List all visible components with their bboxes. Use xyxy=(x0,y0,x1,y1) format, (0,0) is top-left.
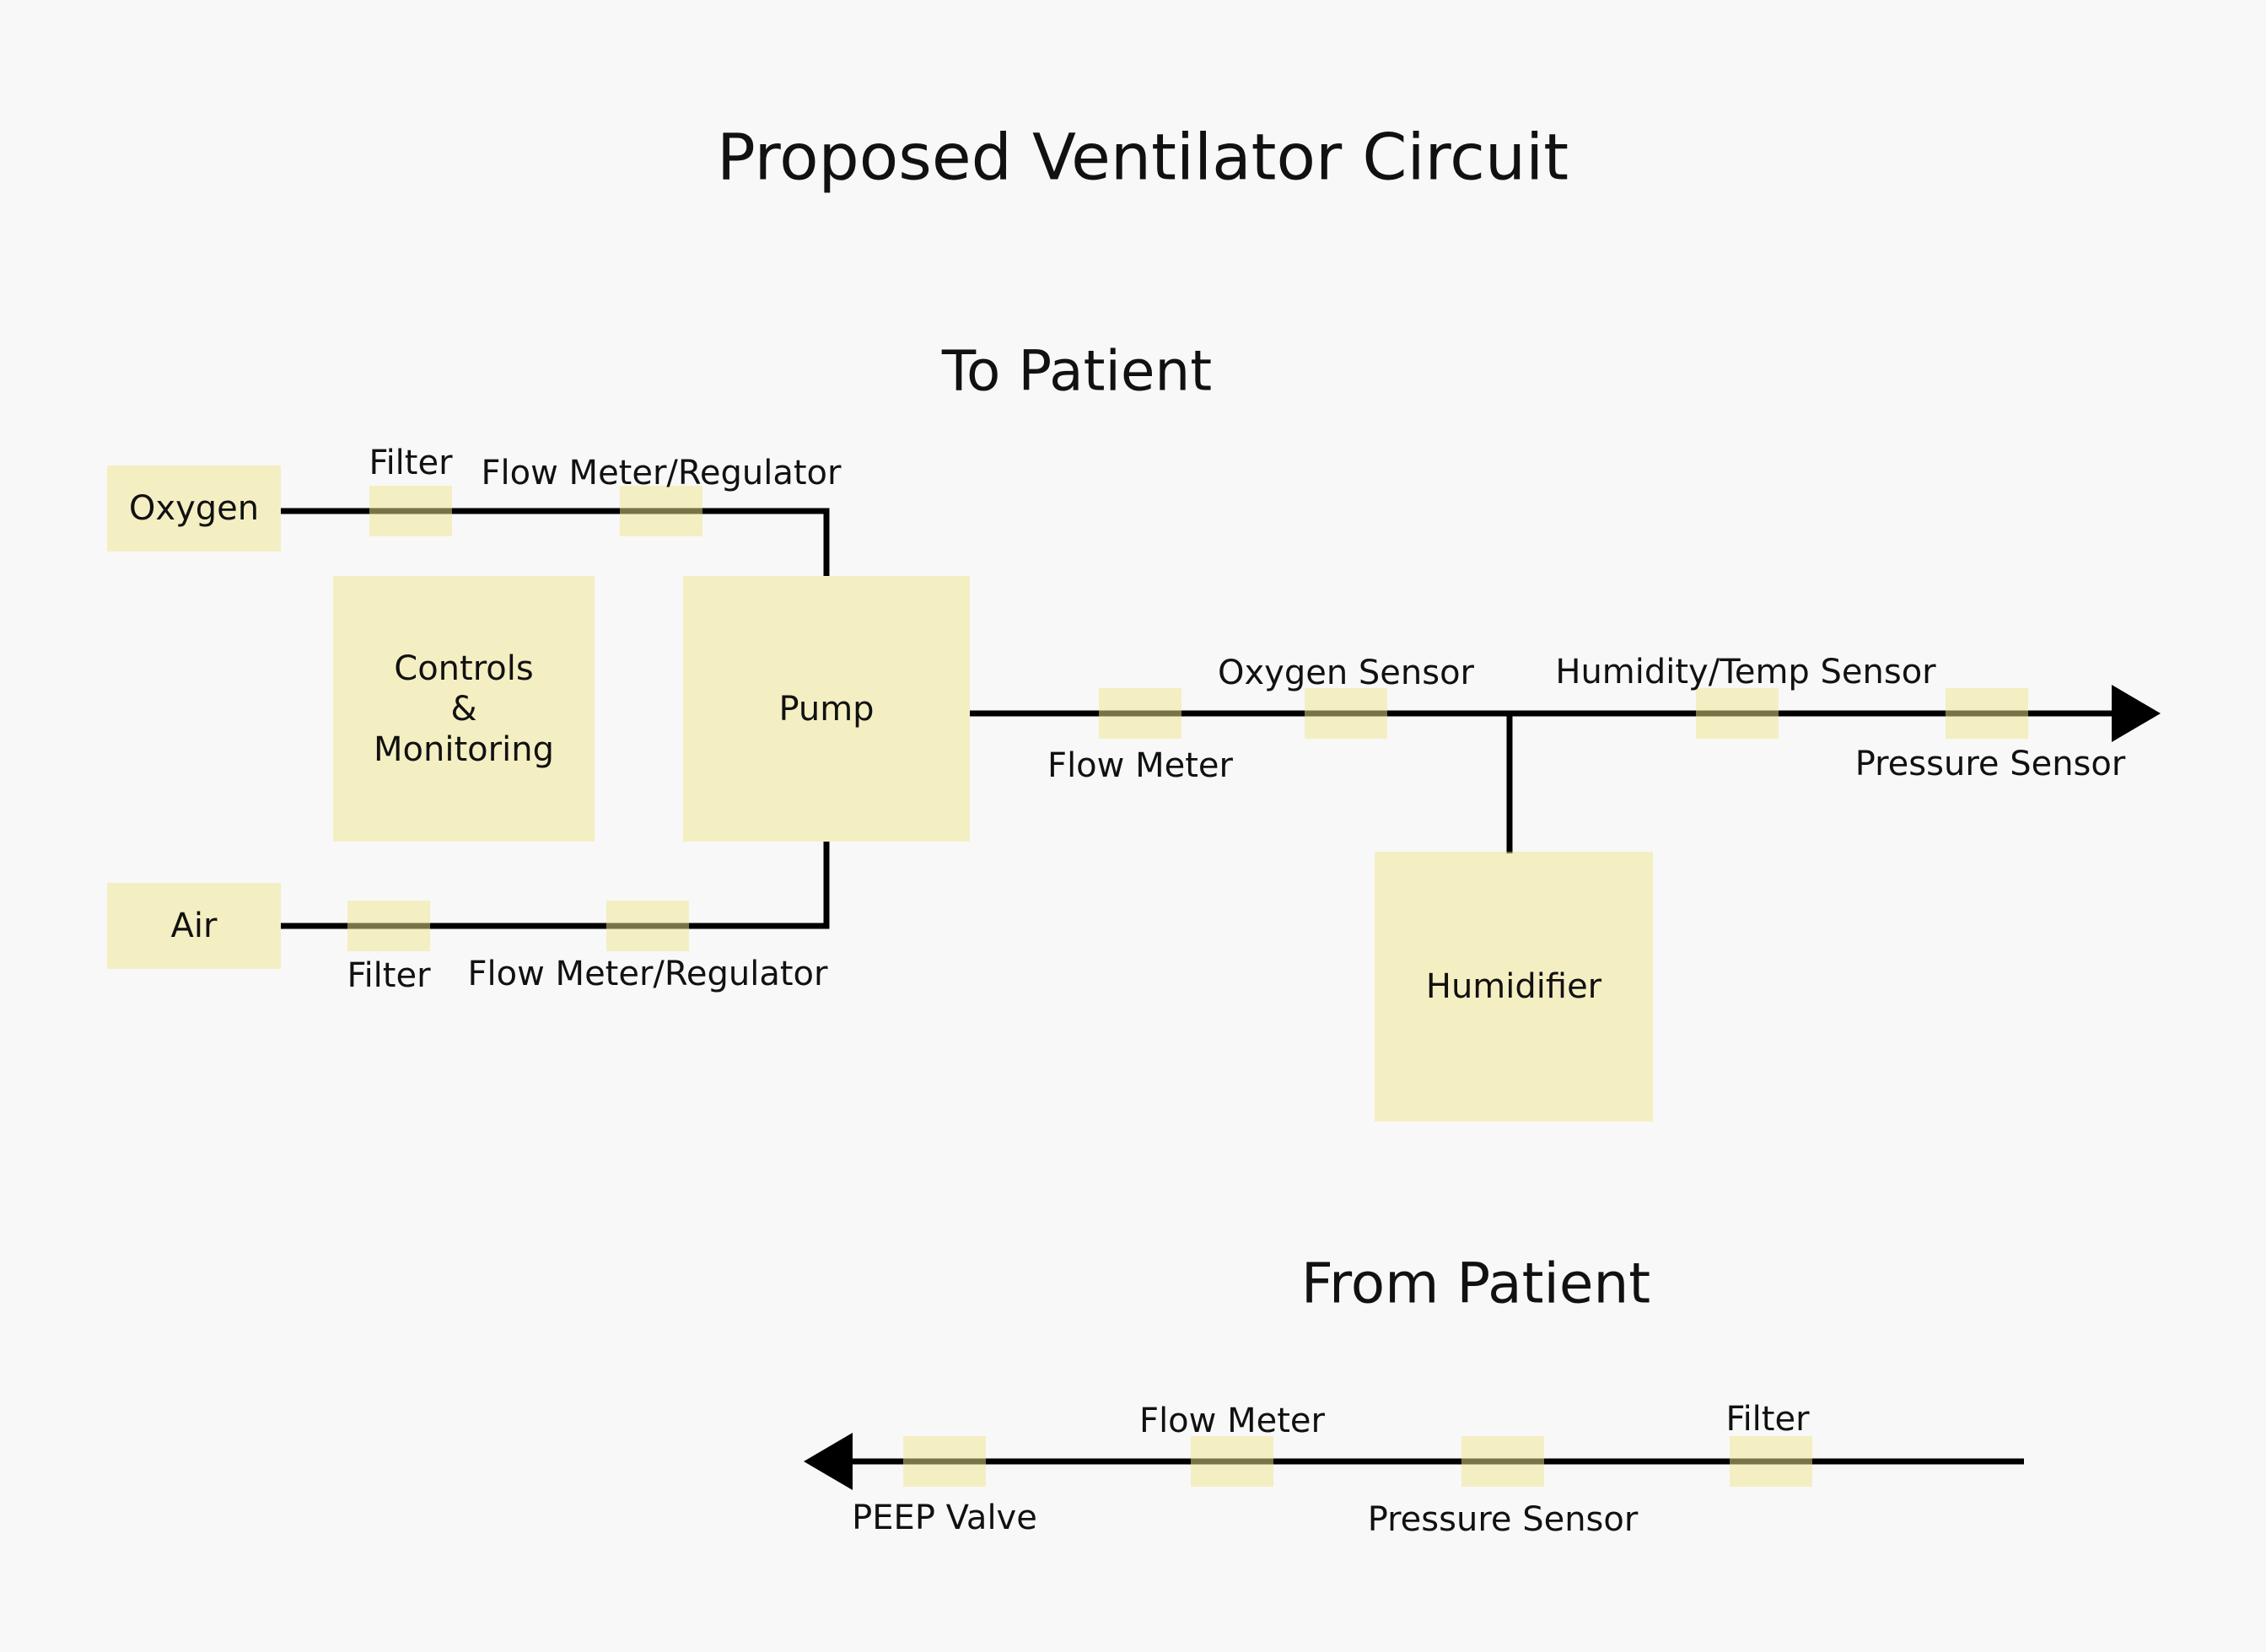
section-heading-to-patient: To Patient xyxy=(941,338,1213,404)
pressure-sensor-label-to-patient-line: Pressure Sensor xyxy=(1854,745,2126,783)
filter-label-air-line: Filter xyxy=(347,956,431,995)
flow-meter-label-from-patient-line: Flow Meter xyxy=(1139,1402,1325,1440)
oxygen-sensor-label: Oxygen Sensor xyxy=(1217,654,1475,692)
humidifier-label: Humidifier xyxy=(1425,967,1602,1006)
oxygen-sensor-chip xyxy=(1305,688,1387,739)
oxygen-source-label: Oxygen xyxy=(128,489,260,528)
humidifier-box: Humidifier xyxy=(1375,852,1653,1122)
pressure-sensor-chip-to-patient-line xyxy=(1946,688,2028,739)
controls-monitoring-box: Controls & Monitoring xyxy=(333,576,595,842)
flow-meter-label-to-patient-line: Flow Meter xyxy=(1047,746,1233,785)
controls-monitoring-label: Controls & Monitoring xyxy=(374,648,554,769)
section-heading-from-patient: From Patient xyxy=(1300,1251,1651,1316)
filter-label-oxygen-line: Filter xyxy=(369,444,453,482)
diagram-title: Proposed Ventilator Circuit xyxy=(716,119,1569,195)
air-source-label: Air xyxy=(170,907,218,945)
filter-chip-air-line xyxy=(347,901,430,951)
pressure-sensor-chip-from-patient-line xyxy=(1461,1436,1544,1487)
peep-valve-label: PEEP Valve xyxy=(852,1499,1037,1537)
flow-meter-regulator-chip-air-line xyxy=(606,901,689,951)
from-patient-arrowhead-icon xyxy=(804,1433,853,1490)
flow-meter-chip-to-patient-line xyxy=(1099,688,1181,739)
pump-box: Pump xyxy=(683,576,970,842)
pressure-sensor-label-from-patient-line: Pressure Sensor xyxy=(1367,1500,1639,1539)
flow-meter-regulator-chip-oxygen-line xyxy=(620,486,702,536)
humidity-temp-sensor-label: Humidity/Temp Sensor xyxy=(1555,653,1936,691)
oxygen-source-box: Oxygen xyxy=(107,465,281,552)
oxygen-supply-line xyxy=(281,508,830,576)
filter-label-from-patient-line: Filter xyxy=(1725,1400,1810,1439)
filter-chip-from-patient-line xyxy=(1730,1436,1812,1487)
flow-meter-chip-from-patient-line xyxy=(1191,1436,1273,1487)
pump-label: Pump xyxy=(778,689,875,729)
peep-valve-chip xyxy=(903,1436,986,1487)
to-patient-arrowhead-icon xyxy=(2112,685,2161,742)
flow-meter-regulator-label-air-line: Flow Meter/Regulator xyxy=(467,955,828,993)
air-source-box: Air xyxy=(107,883,281,969)
humidity-temp-sensor-chip xyxy=(1696,688,1779,739)
air-supply-line xyxy=(281,842,830,929)
flow-meter-regulator-label-oxygen-line: Flow Meter/Regulator xyxy=(481,454,842,492)
filter-chip-oxygen-line xyxy=(369,486,452,536)
